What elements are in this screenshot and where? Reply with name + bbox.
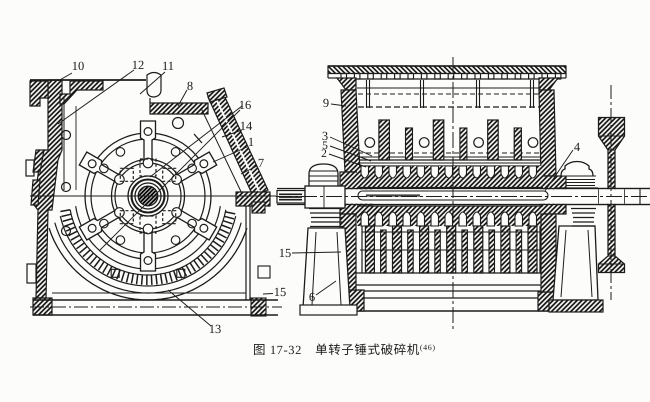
svg-text:12: 12 bbox=[132, 58, 145, 72]
svg-text:10: 10 bbox=[72, 59, 85, 73]
svg-text:11: 11 bbox=[162, 59, 174, 73]
svg-text:13: 13 bbox=[209, 322, 222, 336]
svg-text:6: 6 bbox=[309, 290, 315, 304]
svg-text:9: 9 bbox=[323, 96, 329, 110]
svg-text:3: 3 bbox=[322, 129, 328, 143]
svg-text:7: 7 bbox=[258, 156, 264, 170]
svg-text:16: 16 bbox=[239, 98, 252, 112]
svg-text:14: 14 bbox=[240, 119, 253, 133]
svg-text:5: 5 bbox=[322, 140, 328, 152]
svg-text:2: 2 bbox=[321, 148, 327, 160]
svg-text:4: 4 bbox=[574, 140, 581, 154]
svg-text:1: 1 bbox=[248, 135, 254, 149]
svg-text:15: 15 bbox=[279, 246, 292, 260]
svg-text:15: 15 bbox=[274, 285, 287, 299]
svg-text:图 17-32 单转子锤式破碎机(46): 图 17-32 单转子锤式破碎机(46) bbox=[253, 343, 436, 357]
svg-text:8: 8 bbox=[187, 79, 193, 93]
